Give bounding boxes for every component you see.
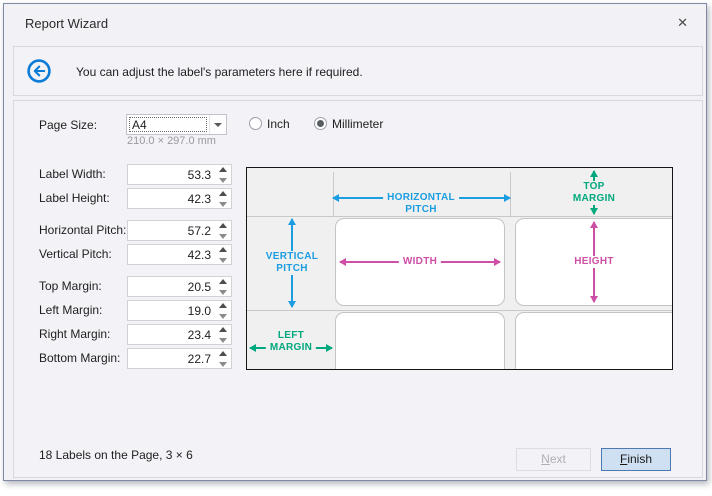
top-margin-input[interactable] [128, 277, 215, 296]
spin-down-button[interactable] [215, 175, 231, 184]
spinner [215, 349, 231, 368]
right-margin-spinedit[interactable] [127, 324, 232, 345]
field-label: Right Margin: [39, 327, 111, 341]
spinner [215, 325, 231, 344]
field-label: Label Height: [39, 191, 110, 205]
left-margin-input[interactable] [128, 301, 215, 320]
combo-dropdown-button[interactable] [209, 115, 226, 134]
spin-up-button[interactable] [215, 245, 231, 254]
back-arrow-icon [27, 59, 51, 83]
label-width-input[interactable] [128, 165, 215, 184]
spin-down-button[interactable] [215, 287, 231, 296]
field-label: Label Width: [39, 167, 106, 181]
spinner [215, 165, 231, 184]
bottom-margin-input[interactable] [128, 349, 215, 368]
field-label: Bottom Margin: [39, 351, 121, 365]
horizontal-pitch-label: PITCH [401, 204, 441, 216]
field-row-bottom-margin: Bottom Margin: [14, 348, 274, 369]
banner-message: You can adjust the label's parameters he… [76, 65, 363, 79]
label-card [515, 312, 672, 369]
vertical-pitch-spinedit[interactable] [127, 244, 232, 265]
spin-down-button[interactable] [215, 255, 231, 264]
spinner [215, 277, 231, 296]
spinner [215, 245, 231, 264]
label-layout-diagram: HORIZONTAL PITCH TOP MARGIN VERTICAL PIT… [246, 167, 673, 370]
spin-up-button[interactable] [215, 277, 231, 286]
field-label: Vertical Pitch: [39, 247, 112, 261]
label-width-spinedit[interactable] [127, 164, 232, 185]
titlebar: Report Wizard ✕ [4, 4, 706, 44]
left-margin-label: LEFT [273, 330, 309, 342]
spin-up-button[interactable] [215, 349, 231, 358]
report-wizard-dialog: Report Wizard ✕ You can adjust the label… [3, 3, 707, 481]
next-button[interactable]: Next [516, 448, 591, 471]
spin-down-button[interactable] [215, 199, 231, 208]
grid-line [247, 310, 672, 311]
label-card [335, 312, 505, 369]
field-label: Top Margin: [39, 279, 102, 293]
radio-circle-inch[interactable] [249, 117, 262, 130]
radio-inch-label: Inch [267, 117, 290, 131]
field-row-horizontal-pitch: Horizontal Pitch: [14, 220, 274, 241]
top-margin-spinedit[interactable] [127, 276, 232, 297]
field-row-left-margin: Left Margin: [14, 300, 274, 321]
field-row-vertical-pitch: Vertical Pitch: [14, 244, 274, 265]
spin-down-button[interactable] [215, 311, 231, 320]
spin-down-button[interactable] [215, 359, 231, 368]
page-size-value: A4 [129, 117, 207, 132]
label-height-input[interactable] [128, 189, 215, 208]
vertical-pitch-label: VERTICAL [261, 251, 323, 263]
page-dimensions: 210.0 × 297.0 mm [127, 135, 216, 147]
height-label: HEIGHT [570, 256, 618, 268]
content-panel: Page Size: A4 210.0 × 297.0 mm Inch Mill… [13, 100, 703, 478]
field-row-right-margin: Right Margin: [14, 324, 274, 345]
spin-up-button[interactable] [215, 325, 231, 334]
radio-circle-millimeter[interactable] [314, 117, 327, 130]
window-title: Report Wizard [25, 16, 109, 31]
vertical-pitch-input[interactable] [128, 245, 215, 264]
page-size-combobox[interactable]: A4 [126, 114, 227, 135]
left-margin-spinedit[interactable] [127, 300, 232, 321]
horizontal-pitch-label: HORIZONTAL [383, 192, 459, 204]
spin-up-button[interactable] [215, 165, 231, 174]
spinner [215, 221, 231, 240]
top-margin-label: TOP [579, 181, 609, 193]
right-margin-input[interactable] [128, 325, 215, 344]
vertical-pitch-label: PITCH [272, 263, 312, 275]
width-label: WIDTH [398, 256, 442, 268]
spin-up-button[interactable] [215, 189, 231, 198]
left-margin-label: MARGIN [265, 342, 317, 354]
spinner [215, 189, 231, 208]
bottom-margin-spinedit[interactable] [127, 348, 232, 369]
labels-count-status: 18 Labels on the Page, 3 × 6 [39, 448, 193, 462]
radio-millimeter-label: Millimeter [332, 117, 384, 131]
field-label: Horizontal Pitch: [39, 223, 127, 237]
finish-button[interactable]: Finish [601, 448, 671, 471]
page-size-label: Page Size: [39, 118, 98, 132]
info-banner: You can adjust the label's parameters he… [13, 46, 703, 96]
spin-up-button[interactable] [215, 221, 231, 230]
spinner [215, 301, 231, 320]
field-row-label-width: Label Width: [14, 164, 274, 185]
close-icon[interactable]: ✕ [677, 15, 688, 30]
field-label: Left Margin: [39, 303, 103, 317]
spin-down-button[interactable] [215, 231, 231, 240]
spin-down-button[interactable] [215, 335, 231, 344]
horizontal-pitch-input[interactable] [128, 221, 215, 240]
field-row-top-margin: Top Margin: [14, 276, 274, 297]
top-margin-label: MARGIN [568, 193, 620, 205]
spin-up-button[interactable] [215, 301, 231, 310]
field-row-label-height: Label Height: [14, 188, 274, 209]
horizontal-pitch-spinedit[interactable] [127, 220, 232, 241]
label-height-spinedit[interactable] [127, 188, 232, 209]
grid-line [247, 216, 672, 217]
chevron-down-icon [214, 123, 222, 127]
